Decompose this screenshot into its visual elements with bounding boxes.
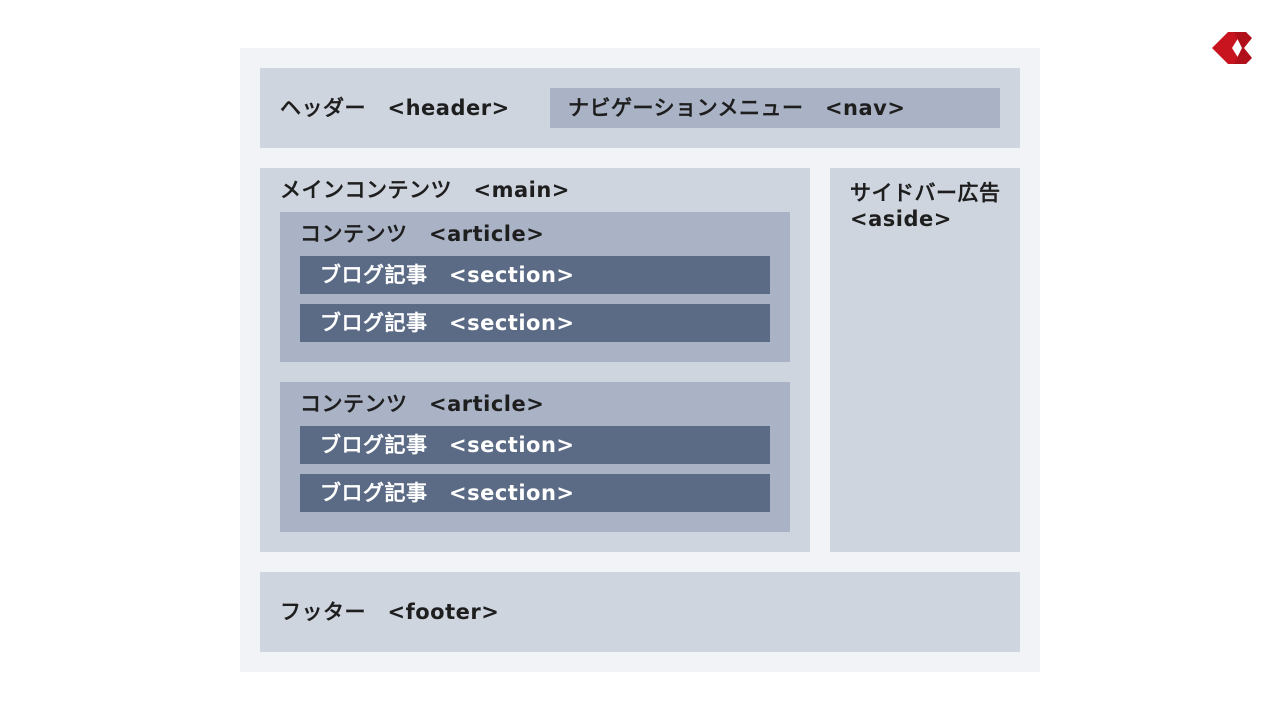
footer-label: フッター <footer> [280,600,500,624]
aside-label: サイドバー広告 <aside> [850,181,1001,231]
section-label: ブログ記事 <section> [320,481,575,505]
article-label: コンテンツ <article> [300,392,545,416]
footer-region: フッター <footer> [260,572,1020,652]
page-layout-diagram: ヘッダー <header> ナビゲーションメニュー <nav> メインコンテンツ… [240,48,1040,672]
article-label: コンテンツ <article> [300,222,545,246]
nav-region: ナビゲーションメニュー <nav> [550,88,1000,128]
nav-label: ナビゲーションメニュー <nav> [568,96,906,120]
article-region: コンテンツ <article> ブログ記事 <section> ブログ記事 <s… [280,382,790,532]
header-region: ヘッダー <header> ナビゲーションメニュー <nav> [260,68,1020,148]
main-label: メインコンテンツ <main> [280,178,570,202]
section-region: ブログ記事 <section> [300,426,770,464]
header-label: ヘッダー <header> [280,96,510,120]
section-region: ブログ記事 <section> [300,474,770,512]
chevron-left-logo-icon [1212,32,1252,64]
aside-region: サイドバー広告 <aside> [830,168,1020,552]
section-region: ブログ記事 <section> [300,304,770,342]
article-region: コンテンツ <article> ブログ記事 <section> ブログ記事 <s… [280,212,790,362]
section-label: ブログ記事 <section> [320,263,575,287]
section-region: ブログ記事 <section> [300,256,770,294]
section-label: ブログ記事 <section> [320,311,575,335]
section-label: ブログ記事 <section> [320,433,575,457]
main-region: メインコンテンツ <main> コンテンツ <article> ブログ記事 <s… [260,168,810,552]
